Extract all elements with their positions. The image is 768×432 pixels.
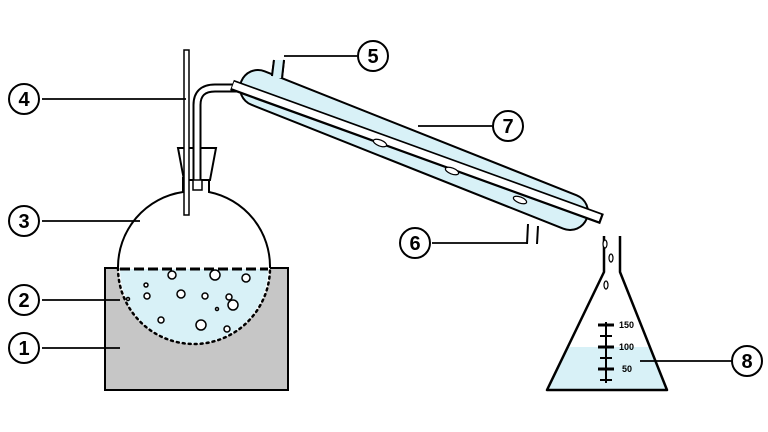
callout-2: 2: [8, 284, 40, 316]
callout-4: 4: [8, 83, 40, 115]
flask-bottom-outline: [116, 266, 272, 346]
callout-3: 3: [8, 205, 40, 237]
flask-scale: 150 100 50: [598, 320, 634, 383]
water-inlet-tube: [526, 223, 539, 245]
scale-label-150: 150: [619, 320, 634, 330]
flask-upper-glass: [116, 177, 272, 269]
callout-5-label: 5: [367, 46, 378, 68]
callout-2-label: 2: [18, 290, 29, 312]
boiling-bubbles: [125, 269, 251, 333]
thermometer: [183, 49, 190, 216]
scale-label-100: 100: [619, 342, 634, 352]
callout-7-label: 7: [502, 116, 513, 138]
callout-5: 5: [357, 40, 389, 72]
liebig-condenser: [230, 69, 604, 231]
flask-liquid: [120, 269, 268, 343]
callout-6-label: 6: [409, 233, 420, 255]
callout-1-label: 1: [18, 338, 29, 360]
scale-label-50: 50: [622, 364, 632, 374]
callout-4-label: 4: [18, 89, 30, 111]
leader-lines: [42, 55, 732, 362]
callout-6: 6: [399, 227, 431, 259]
callout-8-label: 8: [741, 351, 752, 373]
callout-1: 1: [8, 332, 40, 364]
callout-8: 8: [731, 345, 763, 377]
callout-7: 7: [492, 110, 524, 142]
callout-3-label: 3: [18, 211, 29, 233]
